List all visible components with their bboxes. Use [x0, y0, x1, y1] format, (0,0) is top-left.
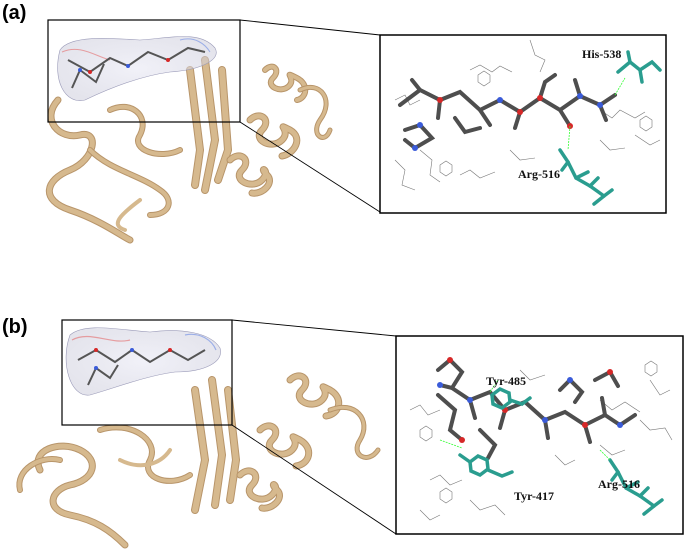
connector-b-bottom	[231, 424, 397, 535]
inset-a-molecules: His-538 Arg-516	[394, 39, 662, 206]
protein-ribbon-b	[16, 372, 381, 549]
residue-label-his-538: His-538	[582, 47, 621, 61]
residue-label-arg-516-b: Arg-516	[598, 477, 640, 491]
residue-label-tyr-417: Tyr-417	[514, 489, 554, 503]
connector-a-top	[239, 19, 381, 36]
inset-b-molecules: Tyr-485 Tyr-417 Arg-516	[409, 357, 673, 521]
ligand-surface-a	[57, 36, 217, 101]
inset-b-frame	[395, 335, 684, 535]
panel-a: His-538 Arg-516	[45, 19, 667, 244]
panel-b: Tyr-485 Tyr-417 Arg-516	[16, 319, 684, 549]
residue-arg-516-sticks	[558, 148, 614, 206]
residue-tyr-417-sticks	[458, 453, 514, 478]
zoom-box-b	[61, 319, 233, 426]
residue-label-tyr-485: Tyr-485	[486, 374, 526, 388]
ligand-surface-b	[65, 327, 221, 396]
panel-b-label: (b)	[2, 316, 28, 338]
connector-a-bottom	[239, 121, 381, 213]
residue-label-arg-516-a: Arg-516	[518, 167, 560, 181]
residue-tyr-485-sticks	[490, 386, 532, 411]
protein-ribbon-a	[45, 56, 333, 244]
connector-b-top	[231, 319, 397, 337]
residue-his-538-sticks	[616, 50, 662, 84]
zoom-box-a	[47, 19, 241, 123]
residue-arg-516-b-sticks	[608, 458, 664, 516]
panel-a-label: (a)	[2, 2, 27, 24]
inset-a-frame	[379, 34, 667, 214]
